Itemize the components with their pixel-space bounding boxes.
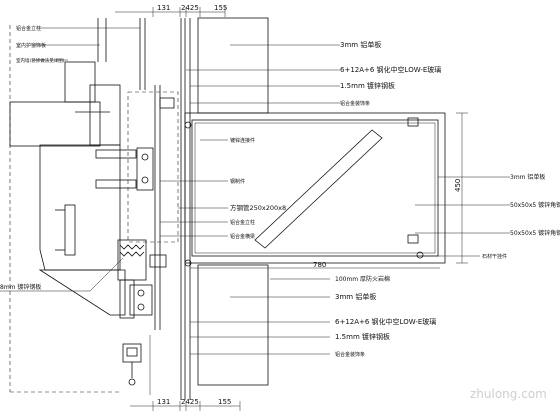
bottom-dim-155: 155 [218, 398, 231, 406]
dim-780-label: 780 [313, 261, 326, 269]
label-trim-top: 铝合金装饰条 [340, 100, 370, 107]
label-rock-wool: 100mm 厚防火岩棉 [335, 275, 390, 283]
main-box [184, 112, 446, 267]
label-aluminum-panel-top: 3mm 铝单板 [340, 40, 381, 49]
label-steel-plate-top: 1.5mm 镀锌钢板 [340, 81, 395, 90]
right-labels: 3mm 铝单板 6+12A+6 钢化中空LOW-E玻璃 1.5mm 镀锌钢板 铝… [335, 40, 560, 358]
lower-angled-element [38, 269, 135, 319]
label-glass-bottom: 6+12A+6 钢化中空LOW-E玻璃 [335, 317, 436, 326]
label-stone-hanger: 石材干挂件 [482, 253, 507, 260]
bracket-assemblies [55, 97, 175, 316]
center-leaders [160, 139, 228, 237]
label-aluminum-panel-bottom: 3mm 铝单板 [335, 292, 376, 301]
bottom-dimension: 131 2425 155 [130, 398, 241, 411]
upper-wall-strip [197, 17, 269, 386]
top-mullion-lines [97, 18, 146, 90]
label-left-mullion: 铝合金立柱 [16, 25, 41, 32]
dim-450-label: 450 [454, 179, 462, 192]
center-labels: 镀锌连接件 钢制件 方钢管250x200x8 铝合金立柱 铝合金横梁 [230, 137, 286, 240]
left-labels: 铝合金立柱 室内护窗饰板 室内墙(装修做法见详图) 8mm 镀锌钢板 [0, 25, 65, 291]
label-mullion: 铝合金立柱 [230, 219, 255, 226]
label-angle-steel-1: 50x50x5 镀锌角钢 [510, 201, 560, 209]
label-trim-bottom: 铝合金装饰条 [335, 351, 365, 358]
top-dimension: 131 2425 155 [115, 4, 227, 17]
left-leaders [0, 27, 140, 292]
top-dim-131: 131 [157, 4, 170, 12]
label-left-window-trim: 室内护窗饰板 [16, 42, 46, 49]
label-galv-connector: 镀锌连接件 [230, 137, 255, 144]
right-leaders [186, 44, 510, 355]
label-angle-steel-2: 50x50x5 镀锌角钢 [510, 229, 560, 237]
top-dim-2425: 2425 [181, 4, 199, 12]
bottom-dim-131: 131 [157, 398, 170, 406]
label-left-interior-wall: 室内墙(装修做法见详图) [16, 57, 65, 64]
label-steel-plate-bottom: 1.5mm 镀锌钢板 [335, 332, 390, 341]
label-aluminum-panel-box: 3mm 铝单板 [510, 173, 545, 181]
label-glass-top: 6+12A+6 钢化中空LOW-E玻璃 [340, 65, 441, 74]
steel-tube-outline [127, 91, 179, 243]
top-dim-155: 155 [214, 4, 227, 12]
label-square-tube: 方钢管250x200x8 [230, 203, 286, 212]
label-left-steel-plate: 8mm 镀锌钢板 [0, 283, 41, 291]
bottom-fixture [122, 335, 151, 395]
bottom-dim-2425: 2425 [181, 398, 199, 406]
dim-box-height: 450 [454, 112, 468, 264]
dim-box-width: 780 [190, 261, 440, 269]
label-steel-piece: 钢制件 [230, 178, 245, 185]
watermark-text: zhulong.com [470, 387, 547, 401]
label-transom: 铝合金横梁 [230, 233, 255, 240]
